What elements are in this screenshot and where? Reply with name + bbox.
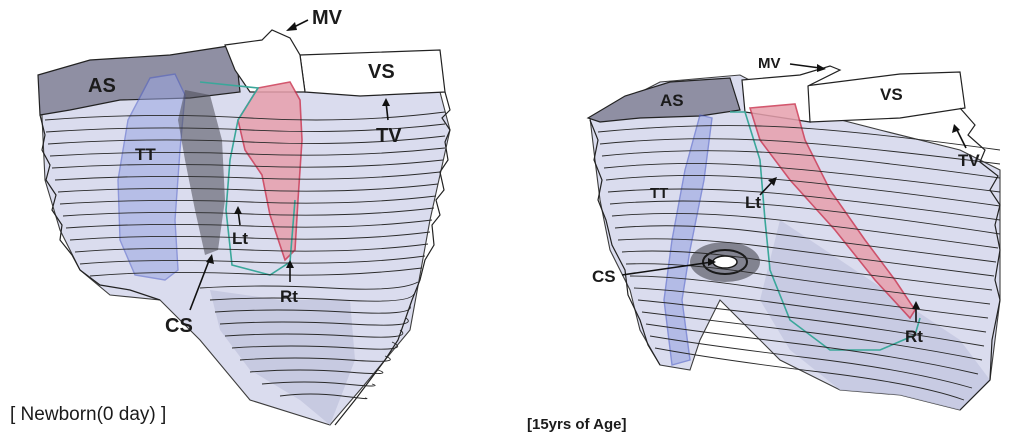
age15-coronary-sinus: [690, 242, 760, 282]
age15-label-rt: Rt: [905, 327, 923, 346]
newborn-label-tv: TV: [376, 125, 402, 147]
age15-label-tv: TV: [958, 151, 980, 170]
age15-label-as: AS: [660, 91, 684, 110]
newborn-label-cs: CS: [165, 315, 193, 337]
newborn-label-vs: VS: [368, 61, 395, 83]
newborn-label-mv: MV: [312, 7, 343, 29]
newborn-mv-arrowhead: [286, 22, 297, 31]
age15-label-cs: CS: [592, 267, 616, 286]
newborn-label-rt: Rt: [280, 287, 298, 306]
age15-label-lt: Lt: [745, 193, 761, 212]
age15-label-tt: TT: [650, 185, 668, 202]
age15-tv-arrowhead: [952, 124, 960, 133]
newborn-reconstruction: MV AS VS TT TV Lt Rt CS: [38, 7, 450, 425]
age15-label-vs: VS: [880, 85, 903, 104]
age15-reconstruction: MV AS VS TT TV Lt Rt CS: [588, 55, 1000, 410]
age15-mv-arrow: [790, 64, 820, 68]
age15-caption: [15yrs of Age]: [527, 416, 626, 433]
newborn-label-lt: Lt: [232, 229, 248, 248]
age15-label-mv: MV: [758, 55, 781, 72]
newborn-label-tt: TT: [135, 145, 156, 164]
newborn-caption: [ Newborn(0 day) ]: [10, 404, 166, 426]
newborn-label-as: AS: [88, 75, 116, 97]
